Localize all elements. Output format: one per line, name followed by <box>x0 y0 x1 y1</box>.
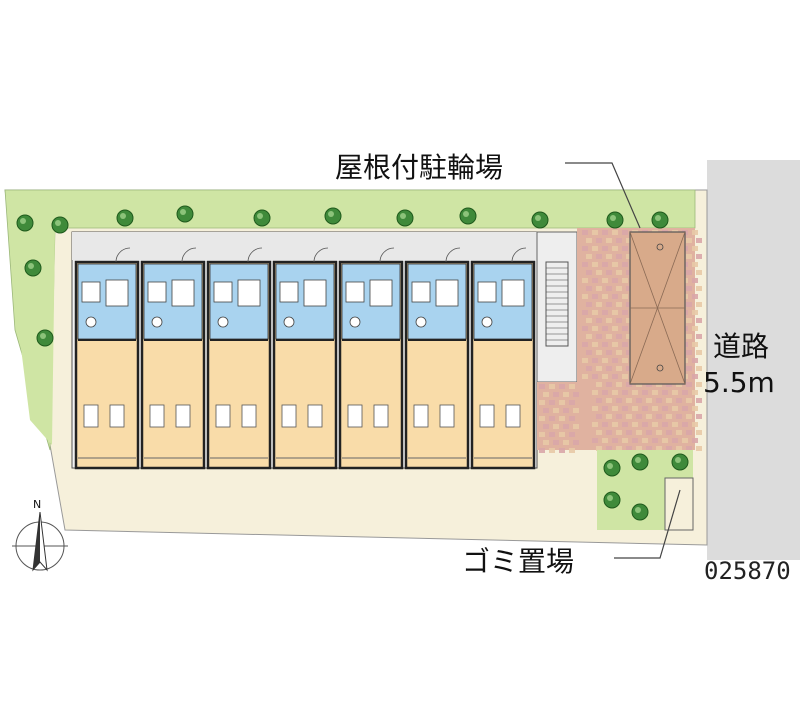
road-width-label: 5.5m <box>703 366 775 399</box>
north-compass-icon: N <box>12 498 68 572</box>
unit <box>338 247 404 470</box>
unit <box>206 247 272 470</box>
garbage-area <box>664 477 694 531</box>
trees <box>16 205 689 521</box>
staircase <box>536 231 578 383</box>
garbage-label: ゴミ置場 <box>462 545 574 578</box>
map-code: 025870 <box>704 557 791 585</box>
unit <box>470 247 536 470</box>
unit <box>140 247 206 470</box>
road-name-label: 道路 <box>713 330 769 363</box>
corridor <box>72 232 537 260</box>
unit <box>272 247 338 470</box>
parking-leader-line <box>565 162 641 229</box>
garbage-leader-line <box>614 489 681 559</box>
road-area <box>707 160 800 560</box>
unit <box>404 247 470 470</box>
apartment-units <box>74 247 536 470</box>
unit <box>74 247 140 470</box>
compass-letter: N <box>33 498 41 511</box>
covered-bicycle-parking <box>629 231 686 385</box>
parking-label: 屋根付駐輪場 <box>335 151 503 184</box>
left-lawn <box>10 200 55 445</box>
